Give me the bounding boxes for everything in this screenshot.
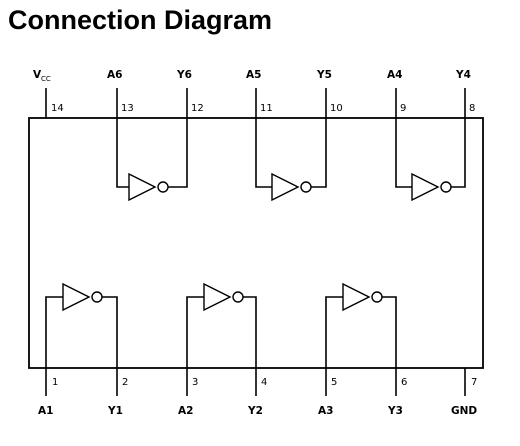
pin-1: 1 A1 bbox=[38, 368, 58, 417]
inverter-3 bbox=[325, 282, 397, 368]
pin-2-number: 2 bbox=[122, 377, 128, 388]
pin-5-number: 5 bbox=[331, 377, 337, 388]
pin-11-number: 11 bbox=[260, 103, 273, 114]
inverter-3-triangle bbox=[342, 282, 371, 312]
pin-14: V CC 14 bbox=[33, 69, 64, 118]
pin-10-number: 10 bbox=[330, 103, 343, 114]
inverter-5-input-wire bbox=[255, 118, 272, 188]
inverter-5-output-wire bbox=[311, 118, 327, 188]
inverter-5 bbox=[255, 118, 327, 202]
inverter-1-bubble bbox=[91, 291, 103, 303]
pin-13-label: A6 bbox=[107, 69, 122, 81]
inverter-5-bubble bbox=[300, 181, 312, 193]
pin-4: 4 Y2 bbox=[247, 368, 267, 417]
inverter-2 bbox=[186, 282, 257, 368]
inverter-3-bubble bbox=[371, 291, 383, 303]
pin-10-label: Y5 bbox=[316, 69, 332, 81]
pin-9: A4 9 bbox=[387, 69, 406, 118]
pin-3-label: A2 bbox=[178, 405, 193, 417]
pin-5: 5 A3 bbox=[318, 368, 337, 417]
inverter-2-triangle bbox=[203, 282, 232, 312]
pin-6: 6 Y3 bbox=[387, 368, 407, 417]
pin-3: 3 A2 bbox=[178, 368, 198, 417]
inverter-1-output-wire bbox=[102, 296, 118, 368]
pin-12: Y6 12 bbox=[176, 69, 204, 118]
inverter-6-triangle bbox=[128, 172, 157, 202]
pin-1-number: 1 bbox=[52, 377, 58, 388]
inverter-1-triangle bbox=[62, 282, 91, 312]
pin-12-label: Y6 bbox=[176, 69, 192, 81]
pin-14-label: V bbox=[33, 69, 42, 81]
pin-1-label: A1 bbox=[38, 405, 53, 417]
inverter-6 bbox=[116, 118, 188, 202]
pin-13-number: 13 bbox=[121, 103, 134, 114]
inverter-3-input-wire bbox=[325, 296, 343, 368]
inverter-4-bubble bbox=[440, 181, 452, 193]
inverter-4-output-wire bbox=[451, 118, 466, 188]
pin-6-label: Y3 bbox=[387, 405, 403, 417]
pin-10: Y5 10 bbox=[316, 69, 343, 118]
inverter-2-input-wire bbox=[186, 296, 204, 368]
pin-8: Y4 8 bbox=[455, 69, 475, 118]
pin-6-number: 6 bbox=[401, 377, 407, 388]
pin-14-label-subscript: CC bbox=[41, 75, 51, 83]
inverter-2-output-wire bbox=[243, 296, 257, 368]
pin-7-number: 7 bbox=[471, 377, 477, 388]
pin-11: A5 11 bbox=[246, 69, 273, 118]
inverter-4-triangle bbox=[411, 172, 440, 202]
pin-8-label: Y4 bbox=[455, 69, 471, 81]
inverter-2-bubble bbox=[232, 291, 244, 303]
inverter-6-output-wire bbox=[168, 118, 188, 188]
pin-2: 2 Y1 bbox=[107, 368, 128, 417]
pin-11-label: A5 bbox=[246, 69, 261, 81]
pin-4-label: Y2 bbox=[247, 405, 263, 417]
pin-14-number: 14 bbox=[51, 103, 64, 114]
pin-4-number: 4 bbox=[261, 377, 267, 388]
inverter-6-bubble bbox=[157, 181, 169, 193]
inverter-1 bbox=[45, 282, 118, 368]
inverter-6-input-wire bbox=[116, 118, 129, 188]
pin-7-label: GND bbox=[451, 405, 477, 417]
pin-8-number: 8 bbox=[469, 103, 475, 114]
pin-7: 7 GND bbox=[451, 368, 477, 417]
pin-9-label: A4 bbox=[387, 69, 402, 81]
pin-5-label: A3 bbox=[318, 405, 333, 417]
inverter-4 bbox=[395, 118, 466, 202]
inverter-4-input-wire bbox=[395, 118, 412, 188]
diagram-title: Connection Diagram bbox=[8, 5, 273, 35]
pin-9-number: 9 bbox=[400, 103, 406, 114]
pin-3-number: 3 bbox=[192, 377, 198, 388]
inverter-1-input-wire bbox=[45, 296, 63, 368]
pin-12-number: 12 bbox=[191, 103, 204, 114]
pin-13: A6 13 bbox=[107, 69, 134, 118]
inverter-3-output-wire bbox=[382, 296, 397, 368]
pin-2-label: Y1 bbox=[107, 405, 123, 417]
inverter-5-triangle bbox=[271, 172, 300, 202]
